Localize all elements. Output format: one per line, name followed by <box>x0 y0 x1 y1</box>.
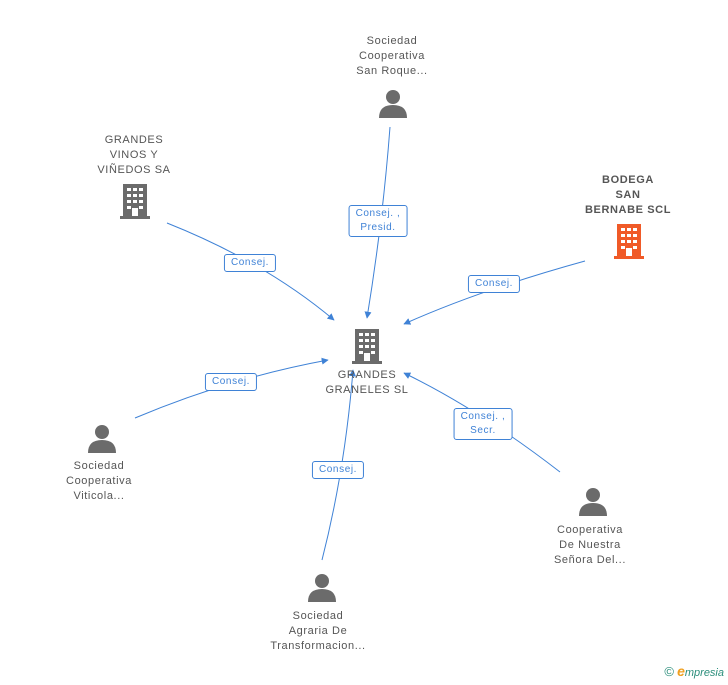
node-label-line: VINOS Y <box>109 149 159 161</box>
node-label-line: Sociedad <box>366 35 418 47</box>
node-label-bodega-san-bernabe[interactable]: BODEGA SAN BERNABE SCL <box>585 173 671 218</box>
node-label-nuestra-senora[interactable]: Cooperativa De Nuestra Señora Del... <box>554 523 626 568</box>
node-label-agraria[interactable]: Sociedad Agraria De Transformacion... <box>270 609 365 654</box>
node-label-viticola[interactable]: Sociedad Cooperativa Viticola... <box>66 459 132 504</box>
node-label-line: GRANDES <box>104 134 164 146</box>
node-label-line: Cooperativa <box>557 524 623 536</box>
edge-label-line: Consej. <box>211 376 251 387</box>
building-icon <box>352 328 382 369</box>
node-label-line: Transformacion... <box>270 640 366 652</box>
edge-label-line: Consej. <box>230 257 270 268</box>
person-icon <box>87 424 117 459</box>
edge-label-san-roque[interactable]: Consej. , Presid. <box>348 205 408 237</box>
node-label-line: Sociedad <box>292 610 344 622</box>
node-label-line: Cooperativa <box>359 50 425 62</box>
node-label-grandes-vinos[interactable]: GRANDES VINOS Y VIÑEDOS SA <box>97 133 170 178</box>
edge-label-viticola[interactable]: Consej. <box>204 373 258 391</box>
empresia-watermark[interactable]: © empresia <box>664 663 724 679</box>
edge-label-line: Consej. <box>318 464 358 475</box>
edge-label-line: Secr. <box>470 425 496 436</box>
edge-label-line: Consej. , <box>460 411 506 422</box>
center-label-line: GRANELES SL <box>325 384 409 396</box>
node-label-line: SAN <box>615 189 641 201</box>
building-highlight-icon <box>614 223 644 264</box>
node-label-san-roque[interactable]: Sociedad Cooperativa San Roque... <box>356 34 427 79</box>
brand-initial: e <box>677 663 685 679</box>
edge-label-agraria[interactable]: Consej. <box>311 461 365 479</box>
node-label-line: Cooperativa <box>66 475 132 487</box>
center-label-line: GRANDES <box>337 369 397 381</box>
node-label-line: Sociedad <box>73 460 125 472</box>
edge-label-line: Presid. <box>360 222 396 233</box>
edge-label-nuestra-senora[interactable]: Consej. , Secr. <box>453 408 513 440</box>
edge-label-bodega-san-bernabe[interactable]: Consej. <box>467 275 521 293</box>
node-label-line: BODEGA <box>602 174 654 186</box>
building-icon <box>120 183 150 224</box>
center-node-label[interactable]: GRANDES GRANELES SL <box>325 368 408 398</box>
node-label-line: San Roque... <box>356 65 428 77</box>
person-icon <box>307 573 337 608</box>
edge-label-line: Consej. <box>474 278 514 289</box>
node-label-line: Agraria De <box>288 625 348 637</box>
node-label-line: Señora Del... <box>553 554 627 566</box>
person-icon <box>578 487 608 522</box>
node-label-line: VIÑEDOS SA <box>97 164 171 176</box>
copyright-symbol: © <box>664 664 675 679</box>
node-label-line: De Nuestra <box>559 539 621 551</box>
edge-label-grandes-vinos[interactable]: Consej. <box>223 254 277 272</box>
edge-label-line: Consej. , <box>355 208 401 219</box>
brand-name: mpresia <box>684 667 724 679</box>
node-label-line: Viticola... <box>73 490 125 502</box>
person-icon <box>378 89 408 124</box>
node-label-line: BERNABE SCL <box>584 204 672 216</box>
